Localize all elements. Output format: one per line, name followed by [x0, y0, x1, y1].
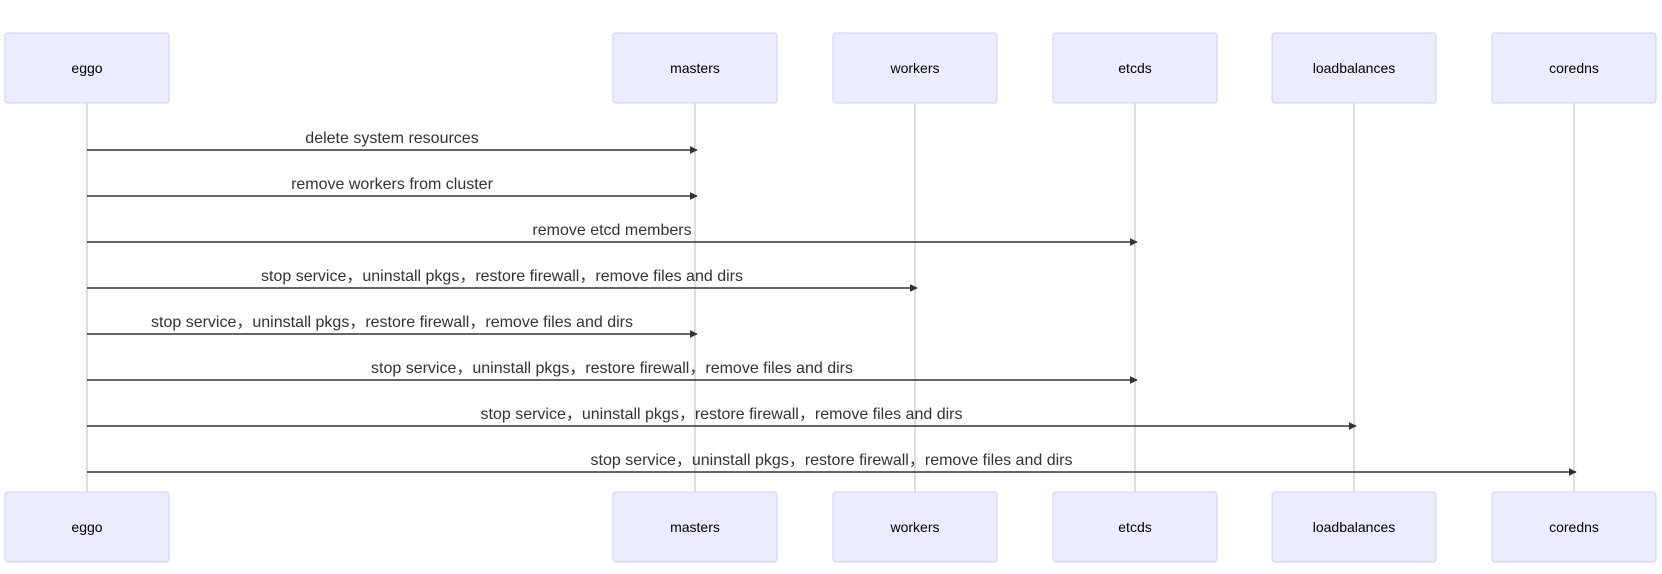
participant-top-coredns: coredns [1491, 32, 1657, 104]
participant-box [612, 32, 778, 104]
participant-label: etcds [1118, 519, 1151, 535]
message-8: stop service，uninstall pkgs，restore fire… [87, 452, 1577, 476]
participant-box [1271, 32, 1437, 104]
message-2: remove workers from cluster [87, 176, 698, 200]
message-7: stop service，uninstall pkgs，restore fire… [87, 406, 1357, 430]
message-label: stop service，uninstall pkgs，restore fire… [151, 314, 633, 331]
participant-box [1052, 491, 1218, 563]
message-1: delete system resources [87, 130, 698, 154]
participant-box [4, 32, 170, 104]
participant-top-etcds: etcds [1052, 32, 1218, 104]
participant-label: eggo [71, 60, 102, 76]
participant-box [4, 491, 170, 563]
participant-label: masters [670, 60, 720, 76]
message-label: delete system resources [305, 130, 478, 147]
participant-label: masters [670, 519, 720, 535]
participant-box [832, 491, 998, 563]
participant-top-loadbalances: loadbalances [1271, 32, 1437, 104]
message-label: stop service，uninstall pkgs，restore fire… [371, 360, 853, 377]
participant-label: loadbalances [1313, 60, 1396, 76]
message-label: stop service，uninstall pkgs，restore fire… [261, 268, 743, 285]
participant-box [1491, 32, 1657, 104]
participant-box [1271, 491, 1437, 563]
participant-box [612, 491, 778, 563]
participant-bottom-loadbalances: loadbalances [1271, 491, 1437, 563]
participant-label: etcds [1118, 60, 1151, 76]
message-label: stop service，uninstall pkgs，restore fire… [481, 406, 963, 423]
participant-bottom-etcds: etcds [1052, 491, 1218, 563]
participant-bottom-masters: masters [612, 491, 778, 563]
participant-box [1052, 32, 1218, 104]
participant-label: workers [889, 60, 939, 76]
participant-bottom-eggo: eggo [4, 491, 170, 563]
participant-label: coredns [1549, 519, 1599, 535]
message-4: stop service，uninstall pkgs，restore fire… [87, 268, 918, 292]
participant-bottom-coredns: coredns [1491, 491, 1657, 563]
message-6: stop service，uninstall pkgs，restore fire… [87, 360, 1138, 384]
participant-box [832, 32, 998, 104]
participant-top-masters: masters [612, 32, 778, 104]
participant-label: eggo [71, 519, 102, 535]
participant-top-eggo: eggo [4, 32, 170, 104]
message-label: stop service，uninstall pkgs，restore fire… [591, 452, 1073, 469]
message-3: remove etcd members [87, 222, 1138, 246]
participant-label: coredns [1549, 60, 1599, 76]
participant-top-workers: workers [832, 32, 998, 104]
participant-bottom-workers: workers [832, 491, 998, 563]
participant-box [1491, 491, 1657, 563]
participant-label: loadbalances [1313, 519, 1396, 535]
participant-label: workers [889, 519, 939, 535]
message-label: remove workers from cluster [291, 176, 493, 193]
message-5: stop service，uninstall pkgs，restore fire… [87, 314, 698, 338]
message-label: remove etcd members [532, 222, 691, 239]
